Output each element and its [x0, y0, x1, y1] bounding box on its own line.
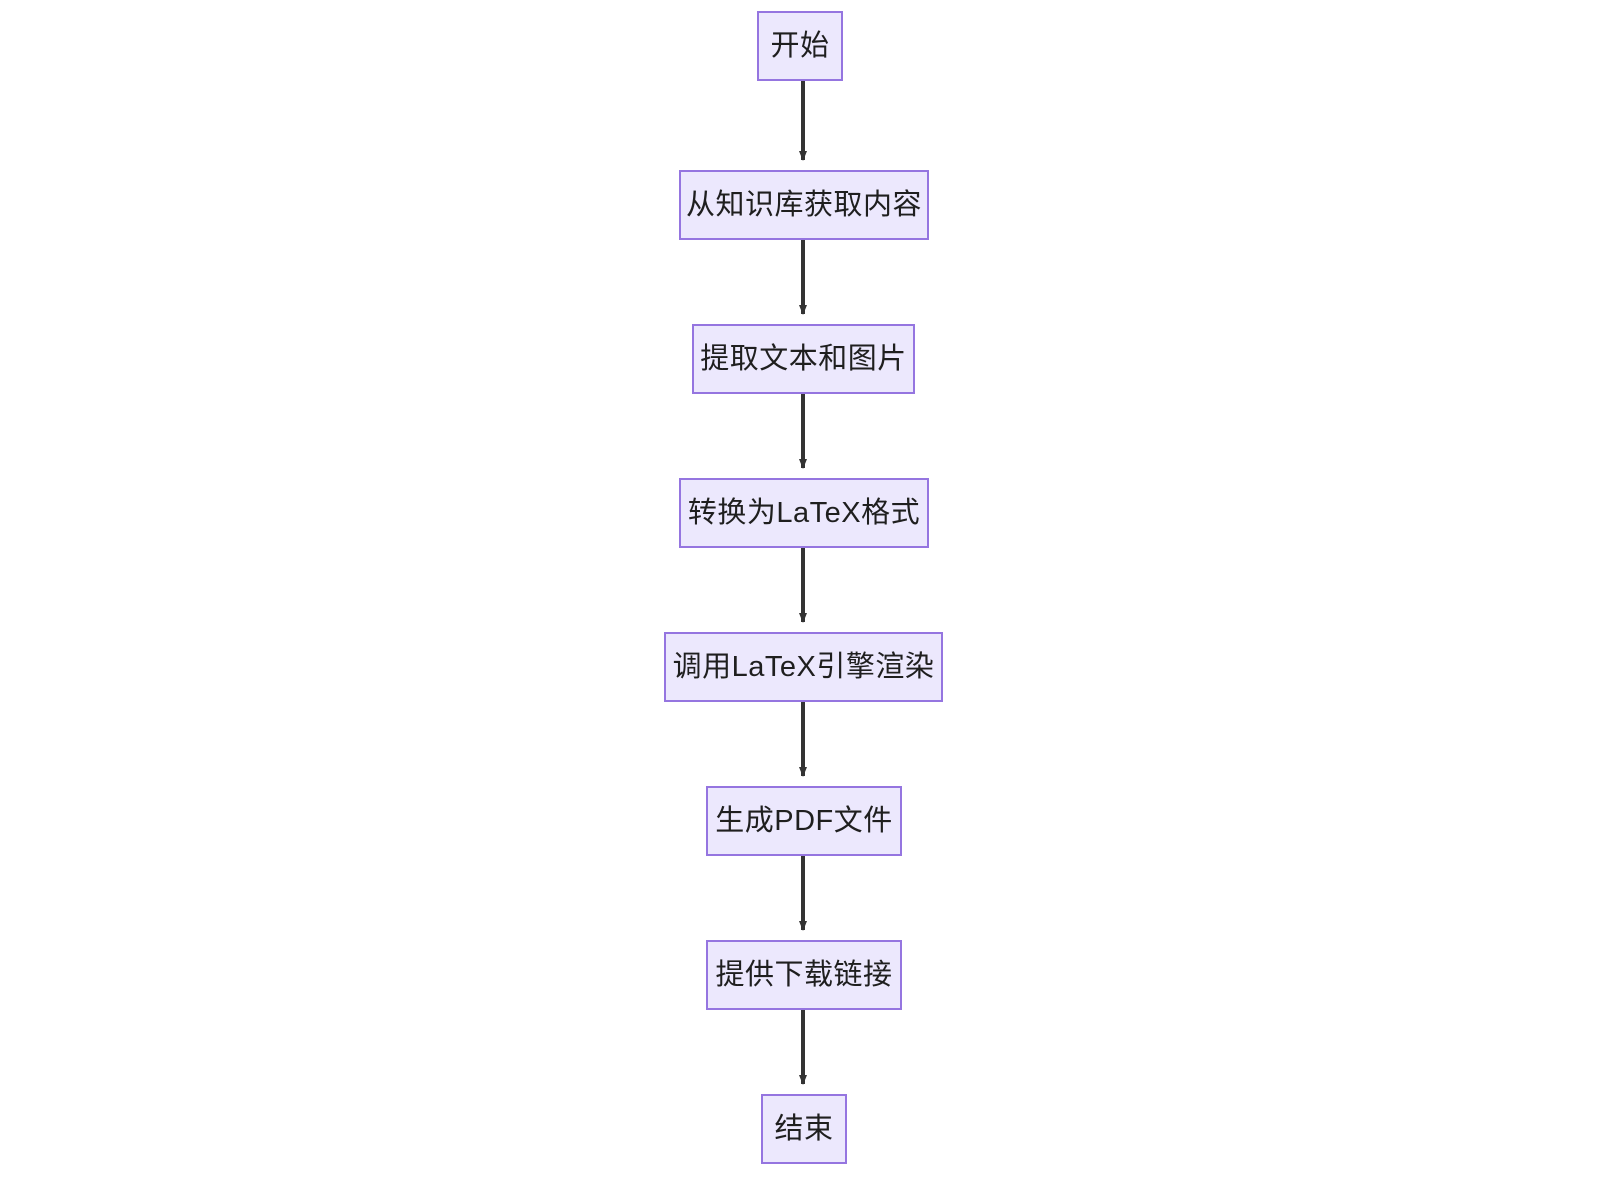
node-generate-pdf-file-label: 生成PDF文件: [715, 804, 893, 837]
node-extract-text-and-images-label: 提取文本和图片: [700, 342, 907, 375]
node-generate-pdf-file[interactable]: 生成PDF文件: [706, 786, 902, 856]
node-extract-text-and-images[interactable]: 提取文本和图片: [692, 324, 915, 394]
node-end-label: 结束: [774, 1112, 834, 1145]
node-start-label: 开始: [770, 29, 830, 62]
node-fetch-from-knowledge-base[interactable]: 从知识库获取内容: [679, 170, 929, 240]
node-fetch-from-knowledge-base-label: 从知识库获取内容: [685, 188, 922, 221]
node-provide-download-link-label: 提供下载链接: [715, 958, 893, 991]
node-end[interactable]: 结束: [761, 1094, 847, 1164]
node-provide-download-link[interactable]: 提供下载链接: [706, 940, 902, 1010]
node-invoke-latex-engine-render-label: 调用LaTeX引擎渲染: [672, 650, 935, 683]
node-invoke-latex-engine-render[interactable]: 调用LaTeX引擎渲染: [664, 632, 943, 702]
node-start[interactable]: 开始: [757, 11, 843, 81]
node-convert-to-latex-label: 转换为LaTeX格式: [687, 496, 921, 529]
node-convert-to-latex[interactable]: 转换为LaTeX格式: [679, 478, 929, 548]
